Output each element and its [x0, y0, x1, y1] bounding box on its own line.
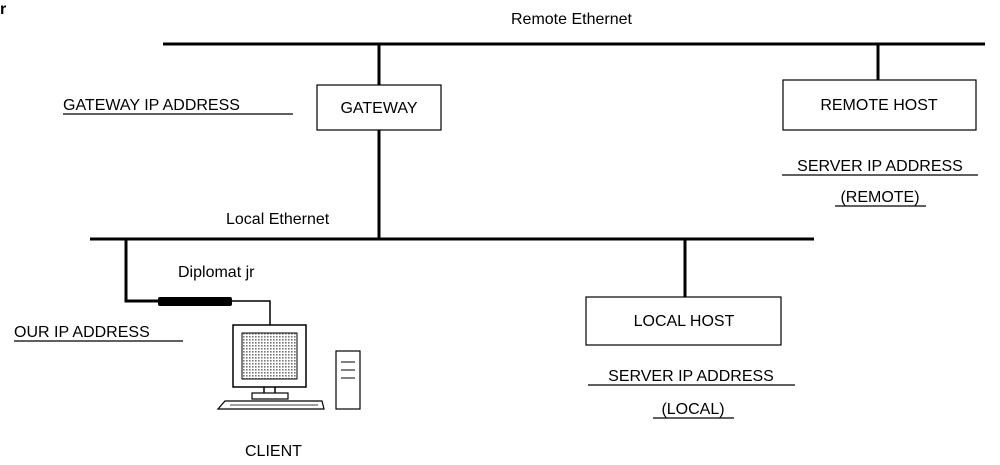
remote-host-label: REMOTE HOST: [820, 97, 938, 114]
local-ethernet-label: Local Ethernet: [226, 211, 330, 228]
remote-host-box: [782, 79, 977, 131]
remote-ethernet-label: Remote Ethernet: [511, 11, 633, 28]
adapter-to-client-cable: [232, 300, 271, 325]
gateway-box: [316, 84, 442, 131]
local-host-box: [585, 296, 782, 346]
our-ip-address-label: OUR IP ADDRESS: [14, 324, 150, 341]
gateway-label: GATEWAY: [340, 100, 417, 117]
client-computer-icon: [216, 324, 361, 410]
local-server-qualifier: (LOCAL): [661, 401, 724, 418]
remote-server-ip-label: SERVER IP ADDRESS: [797, 158, 963, 175]
diplomat-jr-adapter: [158, 297, 232, 306]
client-label: CLIENT: [245, 443, 302, 460]
client-drop-cable: [124, 239, 160, 303]
corner-mark: r: [0, 1, 6, 18]
remote-server-qualifier: (REMOTE): [840, 189, 919, 206]
diplomat-jr-label: Diplomat jr: [178, 264, 255, 281]
local-host-label: LOCAL HOST: [634, 313, 735, 330]
local-server-ip-label: SERVER IP ADDRESS: [608, 368, 774, 385]
gateway-ip-address-label: GATEWAY IP ADDRESS: [63, 97, 240, 114]
